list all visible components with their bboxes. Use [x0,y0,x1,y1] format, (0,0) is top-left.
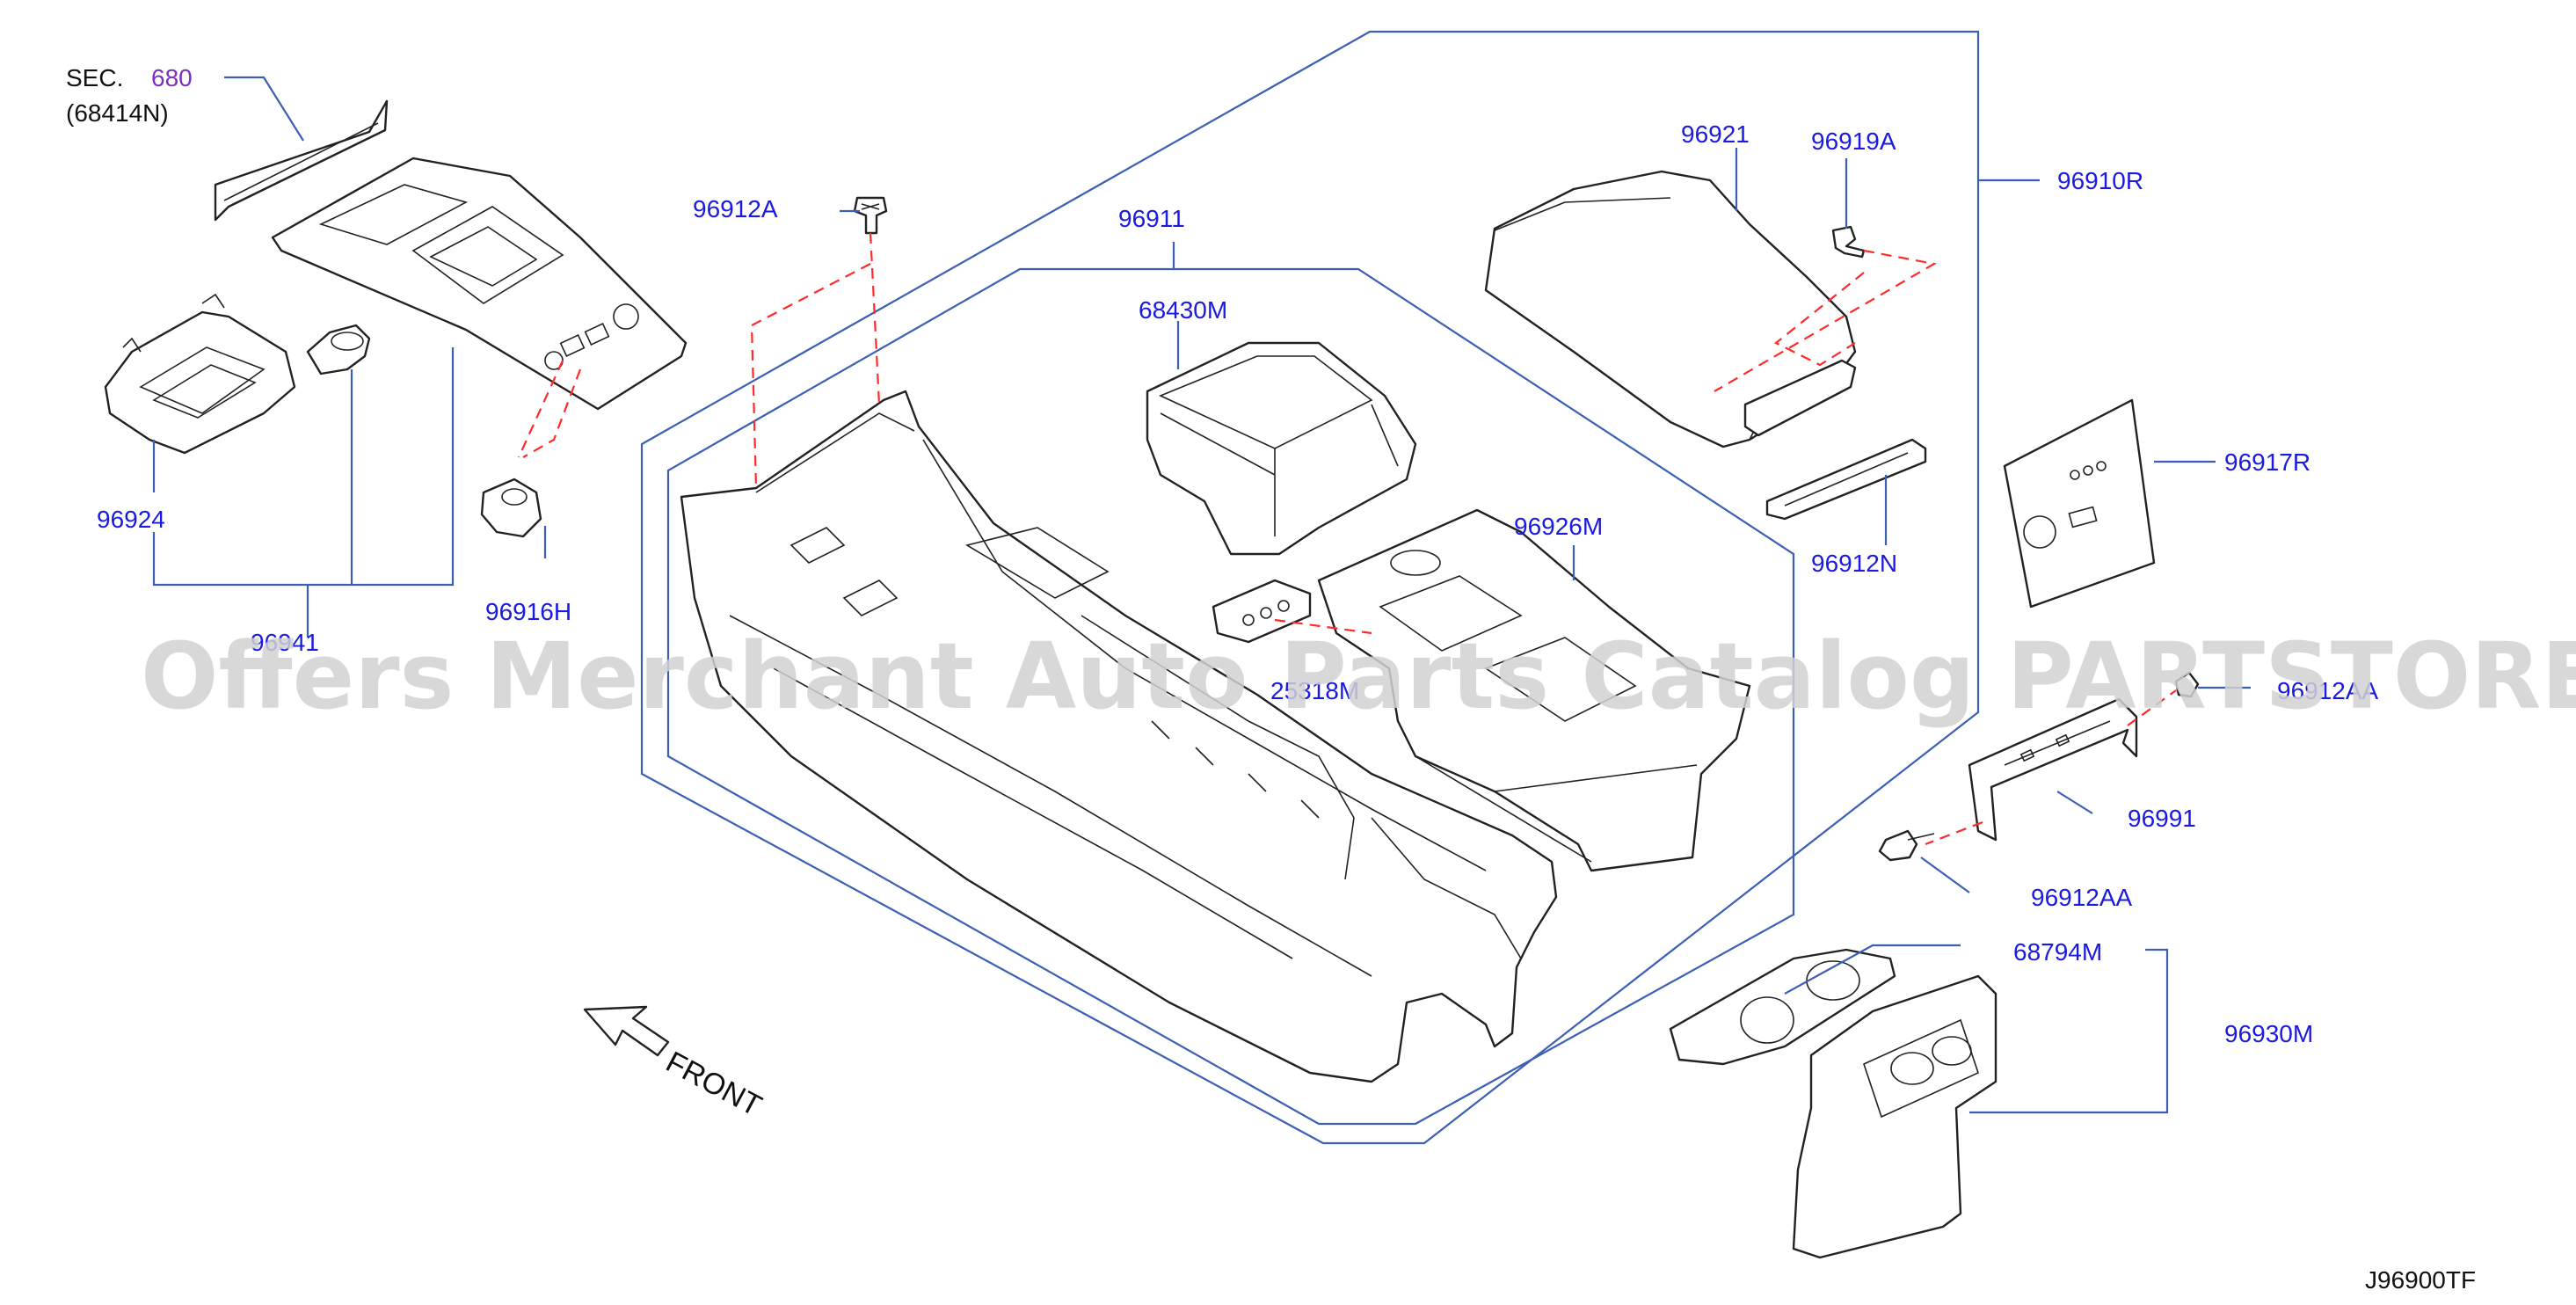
trim-strip-68414N [214,99,389,222]
watermark-text: Offers Merchant Auto Parts Catalog PARTS… [141,623,2576,730]
dashed-line-bracket [1925,689,2177,846]
leader-96941 [152,347,455,638]
labels: SEC. 680 (68414N) 96912A 96911 68430M 96… [66,64,2476,1294]
part-96924-shape [104,293,296,455]
part-96926M-shape [1317,508,1751,872]
part-96930M-shape [1792,974,1997,1259]
leader-sec680 [224,76,304,142]
label-96911[interactable]: 96911 [1118,205,1185,232]
part-96991-shape [1968,697,2138,842]
sec-prefix: SEC. [66,64,123,91]
part-96916H-shape [480,478,542,538]
label-96916H[interactable]: 96916H [485,598,571,625]
part-96912AA-right-screw-shape [2174,671,2200,698]
front-label: FRONT [660,1046,767,1124]
part-96912A-screw-shape [853,196,888,235]
part-96917R-shape [2003,398,2156,609]
label-96924[interactable]: 96924 [97,506,165,533]
sec-sub: (68414N) [66,99,169,127]
label-25318M[interactable]: 25318M [1270,677,1359,704]
part-25318M-shape [1212,579,1312,644]
label-68430M[interactable]: 68430M [1139,296,1227,324]
label-96921[interactable]: 96921 [1681,120,1750,148]
label-96919A[interactable]: 96919A [1811,128,1896,155]
part-96912AA-lower-screw-shape [1878,829,1935,862]
fastener-dashed-lines [517,232,2177,846]
label-96912N[interactable]: 96912N [1811,550,1897,577]
label-96912AA[interactable]: 96912AA [2031,884,2133,911]
part-96941-clip-shape [306,324,371,375]
label-96917R[interactable]: 96917R [2224,448,2310,476]
armrest-hinge-bracket [1743,359,1857,437]
label-68794M[interactable]: 68794M [2013,938,2102,966]
part-96912N-shape [1765,438,1927,521]
dashed-line-armrest [1714,249,1938,392]
leader-96991 [2056,791,2093,814]
part-68794M-shape [1669,948,1896,1066]
leader-96930M [1969,948,2169,1114]
label-96926M[interactable]: 96926M [1514,513,1603,540]
console-finisher-panel [271,157,688,411]
label-96912A-top[interactable]: 96912A [693,195,778,222]
diagram-code: J96900TF [2365,1266,2476,1294]
leader-68794M [1784,944,1961,995]
sec-number[interactable]: 680 [151,64,193,91]
leader-lines [152,76,2251,1114]
leader-96912AA [1920,857,1970,893]
dashed-line-finisher [517,360,582,458]
front-direction-arrow [583,1005,670,1057]
assembly-outline-96910R [640,30,1980,1145]
dashed-line-96912A [750,232,881,489]
label-96910R[interactable]: 96910R [2057,167,2143,194]
label-96941[interactable]: 96941 [251,629,319,656]
label-96912AA-right[interactable]: 96912AA [2277,677,2379,704]
part-96919A-screw-shape [1831,225,1866,259]
main-console-96911-shape [680,390,1558,1083]
part-68430M-shape [1146,341,1417,556]
label-96930M[interactable]: 96930M [2224,1020,2313,1047]
assembly-outline-96911 [666,267,1795,1126]
label-96991[interactable]: 96991 [2128,805,2196,832]
